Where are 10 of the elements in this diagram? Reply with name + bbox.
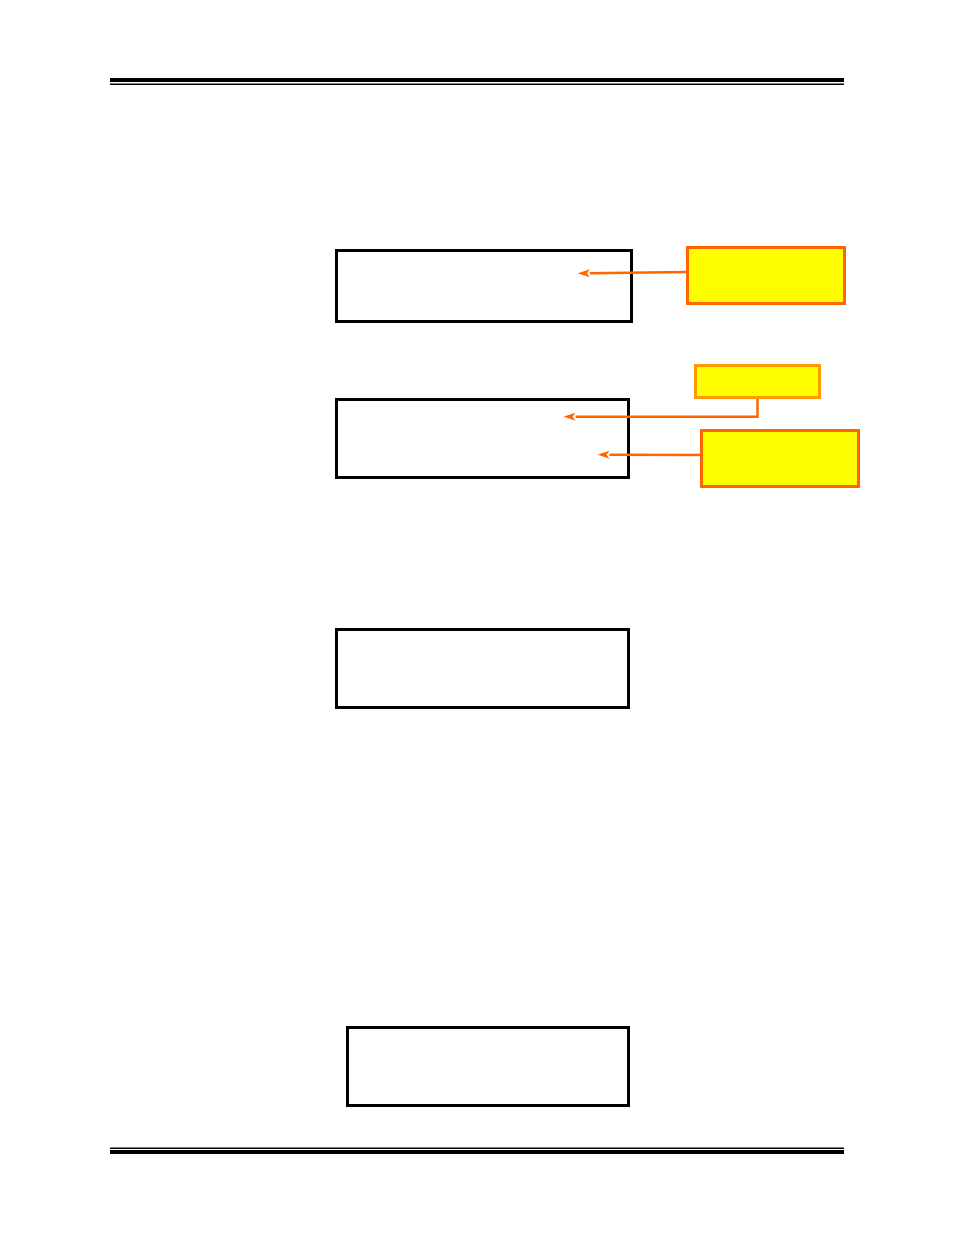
rectangle-frame (335, 249, 633, 323)
leader-arrow (597, 450, 700, 459)
rectangle-frame (346, 1026, 630, 1107)
callout-box (694, 364, 821, 399)
rectangle-frame (335, 628, 630, 709)
callout-box (700, 429, 860, 488)
leader-arrow (577, 269, 686, 278)
leader-arrow (563, 399, 759, 421)
rectangle-frame (335, 398, 630, 479)
callout-box (686, 246, 846, 305)
